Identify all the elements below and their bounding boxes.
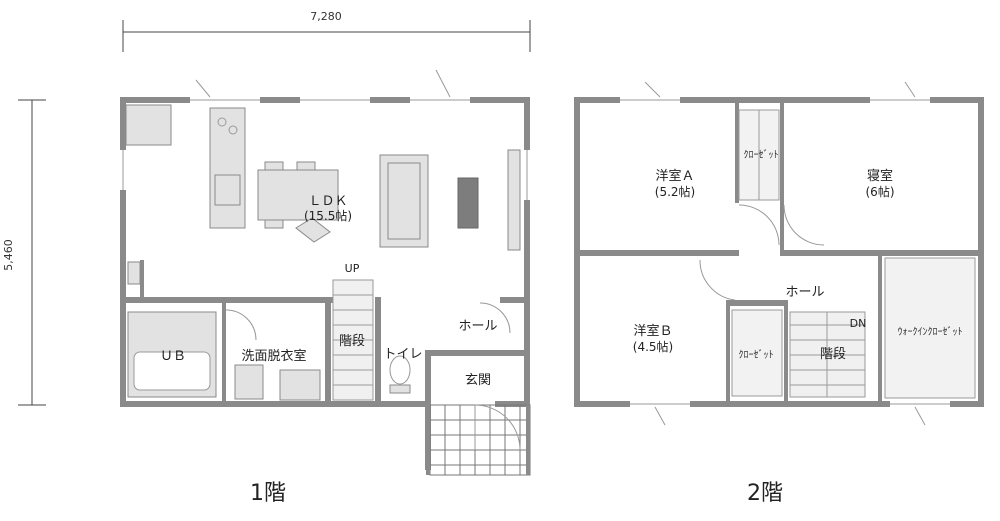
floor2-room-a-area: (5.2帖)	[655, 184, 695, 199]
floor2-dn-label: DN	[850, 317, 867, 330]
dimension-width: 7,280	[122, 10, 531, 52]
floor1-title: 1階	[250, 481, 286, 506]
floor1-plan: ＬＤＫ (15.5帖) UP ＵＢ 洗面脱衣室 階段 トイレ ホール 玄関	[120, 69, 531, 476]
floor2-plan: 洋室Ａ (5.2帖) ｸﾛｰｾﾞｯﾄ 寝室 (6帖) ホール 洋室Ｂ (4.5帖…	[574, 81, 984, 426]
floor1-entrance-label: 玄関	[465, 373, 491, 388]
floor2-walkin-label: ｳｫｰｸｲﾝｸﾛｰｾﾞｯﾄ	[898, 326, 963, 338]
floor2-bedroom-area: (6帖)	[866, 184, 895, 199]
floor1-ub-label: ＵＢ	[160, 349, 186, 364]
floor1-ldk-area: (15.5帖)	[304, 208, 352, 223]
floor1-hall-label: ホール	[458, 319, 497, 334]
dimension-height: 5,460	[2, 99, 46, 406]
floor2-room-b-label: 洋室Ｂ	[633, 323, 672, 339]
floor1-stair-steps	[333, 294, 373, 386]
floor2-bedroom-label: 寝室	[867, 168, 893, 184]
floor1-toilet-label: トイレ	[383, 347, 422, 362]
floor2-closet-b-label: ｸﾛｰｾﾞｯﾄ	[739, 349, 774, 361]
floor2-room-b-area: (4.5帖)	[633, 339, 673, 354]
floor1-washroom-label: 洗面脱衣室	[241, 348, 306, 364]
floor1-ldk-label: ＬＤＫ	[308, 194, 347, 209]
floor2-room-a-label: 洋室Ａ	[655, 168, 694, 184]
floor2-closet-a-label: ｸﾛｰｾﾞｯﾄ	[744, 149, 779, 161]
floor2-title: 2階	[747, 481, 783, 506]
floor2-stair-steps	[790, 312, 865, 397]
dimension-height-label: 5,460	[2, 239, 15, 271]
floor1-entrance-tiles	[426, 355, 531, 476]
floor1-up-label: UP	[345, 262, 360, 275]
dimension-width-label: 7,280	[310, 10, 342, 23]
floor1-stairs-label: 階段	[339, 334, 365, 349]
floor2-stairs-label: 階段	[820, 347, 846, 362]
floor2-hall-label: ホール	[785, 285, 824, 300]
